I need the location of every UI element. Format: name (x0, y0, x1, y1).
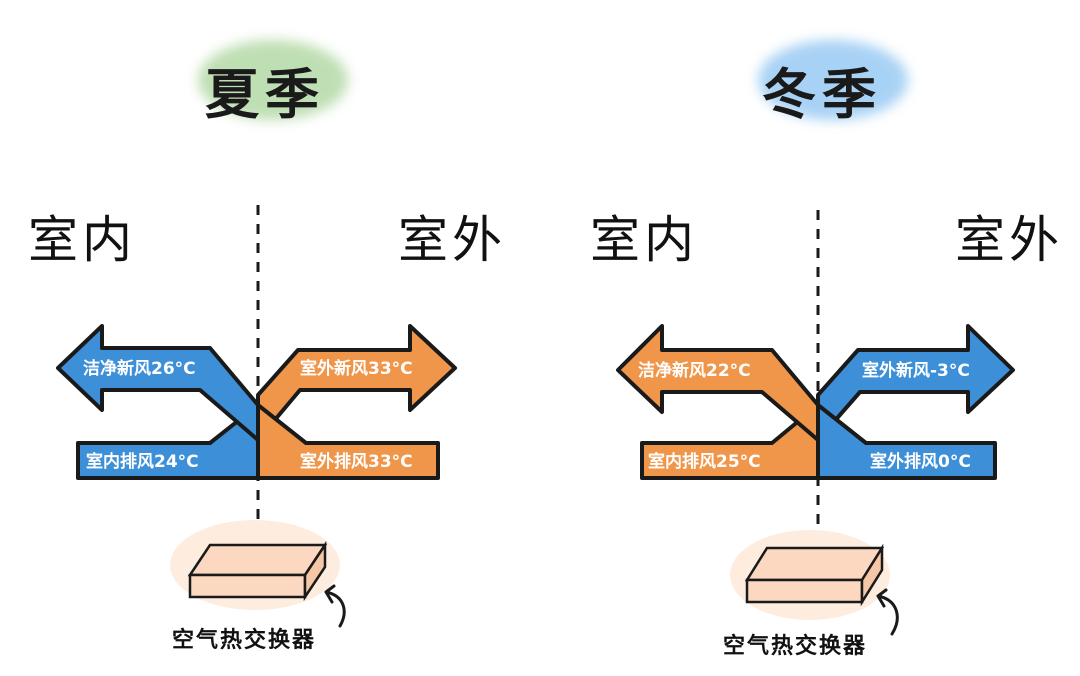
title-highlight (198, 40, 348, 120)
clean-fresh-air-arrow (616, 324, 820, 442)
outdoor-exhaust-band (256, 403, 440, 480)
pointer-arrow (324, 584, 346, 628)
outdoor-exhaust-band (816, 403, 997, 480)
indoor-exhaust-label: 室内排风24°C (86, 451, 199, 472)
summer-airflow-diagram: 洁净新风26°C 室内排风24°C 室外新风33°C 室外排风33°C (56, 205, 457, 628)
outdoor-exhaust-label: 室外排风33°C (300, 451, 413, 472)
heat-exchanger-label: 空气热交换器 (723, 634, 868, 659)
title-highlight (758, 40, 908, 120)
outdoor-label: 室外 (398, 211, 506, 269)
outdoor-label: 室外 (955, 211, 1063, 269)
heat-exchanger-label: 空气热交换器 (172, 628, 317, 653)
heat-exchanger-box (187, 540, 328, 602)
indoor-label: 室内 (590, 211, 698, 269)
heat-exchanger-box (744, 543, 885, 607)
winter-title: 冬季 (762, 63, 882, 126)
clean-fresh-air-label: 洁净新风22°C (638, 360, 751, 381)
outdoor-fresh-air-label: 室外新风33°C (300, 358, 413, 379)
outdoor-fresh-air-arrow (256, 324, 457, 442)
winter-panel: 冬季 室内 室外 洁净新风22°C 室内排风25°C 室外新风-3°C 室外排风… (540, 0, 1080, 676)
indoor-exhaust-label: 室内排风25°C (648, 451, 761, 472)
outdoor-exhaust-label: 室外排风0°C (870, 451, 971, 472)
summer-title: 夏季 (205, 63, 325, 126)
outdoor-fresh-air-arrow (816, 324, 1015, 442)
summer-panel: 夏季 室内 室外 洁净新风26°C 室内排风24°C 室外新风33°C 室外排风… (28, 40, 506, 653)
clean-fresh-air-arrow (56, 324, 260, 442)
indoor-label: 室内 (28, 211, 136, 269)
winter-airflow-diagram: 洁净新风22°C 室内排风25°C 室外新风-3°C 室外排风0°C (616, 210, 1015, 636)
pointer-arrow (876, 588, 899, 636)
outdoor-fresh-air-label: 室外新风-3°C (862, 360, 970, 381)
clean-fresh-air-label: 洁净新风26°C (83, 358, 196, 379)
